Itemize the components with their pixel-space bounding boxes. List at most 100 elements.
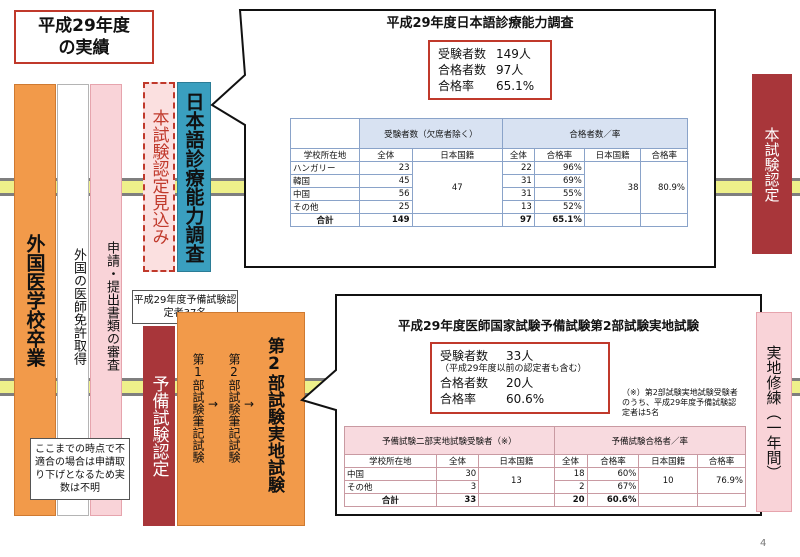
main-cert-column: 本試験認定 xyxy=(752,74,792,254)
practical-rate-value: 60.6% xyxy=(506,392,545,406)
practical-group-passers: 予備試験合格者／率 xyxy=(553,426,747,455)
language-total-passers: 97 xyxy=(501,213,535,227)
table-cell: 55% xyxy=(533,187,585,201)
prelim-arrow-2: → xyxy=(244,397,255,411)
practical-exam-title: 平成29年度医師国家試験予備試験第2部試験実地試験 xyxy=(397,318,700,333)
table-row: 合計 33 20 60.6% xyxy=(344,493,747,507)
slide-title-line1: 平成29年度 xyxy=(38,16,130,36)
table-cell: 69% xyxy=(533,174,585,188)
table-cell: 60% xyxy=(586,467,640,481)
table-cell: 96% xyxy=(533,161,585,175)
practical-passers-value: 20人 xyxy=(506,376,534,390)
language-passers-value: 97人 xyxy=(496,63,524,77)
table-row: 合計 149 97 65.1% xyxy=(290,213,688,227)
table-cell: 中国 xyxy=(344,467,437,481)
practical-table: 予備試験二部実地試験受験者（※） 予備試験合格者／率 学校所在地 全体 日本国籍… xyxy=(344,426,747,507)
language-japanese-examinees: 47 xyxy=(411,161,503,214)
language-col-rate2: 合格率 xyxy=(640,148,688,162)
practical-total-rate: 60.6% xyxy=(586,493,640,507)
language-col-japanese2: 日本国籍 xyxy=(583,148,642,162)
language-col-total2: 全体 xyxy=(501,148,535,162)
table-cell: 22 xyxy=(501,161,535,175)
table-cell: その他 xyxy=(290,200,360,214)
language-total-examinees: 149 xyxy=(358,213,413,227)
slide-title-line2: の実績 xyxy=(58,38,110,58)
language-japanese-passers: 38 xyxy=(583,161,642,214)
table-cell: 67% xyxy=(586,480,640,494)
table-cell: 30 xyxy=(435,467,480,481)
prelim-second-written: 第2部試験筆記試験 xyxy=(227,353,241,463)
language-col-country: 学校所在地 xyxy=(290,148,360,162)
language-rate-label: 合格率 xyxy=(438,79,475,93)
table-cell: 52% xyxy=(533,200,585,214)
language-col-japanese: 日本国籍 xyxy=(411,148,503,162)
practical-passers-label: 合格者数 xyxy=(440,376,489,390)
language-col-rate: 合格率 xyxy=(533,148,585,162)
table-cell: 45 xyxy=(358,174,413,188)
table-row: その他 3 2 67% xyxy=(344,480,746,494)
table-cell: 2 xyxy=(553,480,588,494)
practical-col-rate2: 合格率 xyxy=(696,454,747,468)
practical-examinees-value: 33人 xyxy=(506,349,534,363)
table-cell: 31 xyxy=(501,174,535,188)
practical-summary-box: 受験者数 33人 （平成29年度以前の認定者も含む） 合格者数 20人 合格率 60.… xyxy=(430,342,610,414)
table-cell: 13 xyxy=(501,200,535,214)
table-row: ハンガリー 23 47 22 96% 38 80.9% xyxy=(290,161,688,214)
practical-total-examinees: 33 xyxy=(435,493,480,507)
language-total-rate: 65.1% xyxy=(533,213,585,227)
practical-col-country: 学校所在地 xyxy=(344,454,437,468)
practical-examinees-note: （平成29年度以前の認定者も含む） xyxy=(440,364,587,374)
language-exam-column: 日本語診療能力調査 xyxy=(177,82,211,272)
language-rate-value: 65.1% xyxy=(496,79,535,93)
language-table: 受験者数（欠席者除く） 合格者数／率 学校所在地 全体 日本国籍 全体 合格率 … xyxy=(290,118,689,227)
table-cell: ハンガリー xyxy=(290,161,360,175)
page-number: 4 xyxy=(760,538,767,549)
prelim-exam-box: 第1部試験筆記試験 → 第2部試験筆記試験 → 第2部試験実地試験 xyxy=(177,312,305,526)
exam-pending-column: 本試験認定見込み xyxy=(143,82,175,272)
practical-col-total2: 全体 xyxy=(553,454,588,468)
prelim-practical: 第2部試験実地試験 xyxy=(264,337,284,493)
table-cell: 3 xyxy=(435,480,480,494)
table-cell: その他 xyxy=(344,480,437,494)
language-summary-box: 受験者数 149人 合格者数 97人 合格率 65.1% xyxy=(428,40,552,100)
training-column: 実地修練（一年間） xyxy=(756,312,792,512)
practical-side-note: （※）第2部試験実地試験受験者のうち、平成29年度予備試験認定者は5名 xyxy=(622,388,738,417)
practical-col-total: 全体 xyxy=(435,454,480,468)
practical-rate-label: 合格率 xyxy=(440,392,477,406)
practical-group-examinees: 予備試験二部実地試験受験者（※） xyxy=(344,426,555,455)
prelim-cert-column: 予備試験認定 xyxy=(143,326,175,526)
table-cell: 25 xyxy=(358,200,413,214)
language-examinees-label: 受験者数 xyxy=(438,47,487,61)
practical-japanese-examinees: 13 xyxy=(478,467,555,494)
practical-col-japanese2: 日本国籍 xyxy=(638,454,698,468)
table-cell xyxy=(696,493,747,507)
language-total-label: 合計 xyxy=(290,213,360,227)
language-group-passers: 合格者数／率 xyxy=(501,118,689,149)
practical-examinees-label: 受験者数 xyxy=(440,349,489,363)
table-cell: 23 xyxy=(358,161,413,175)
practical-col-japanese: 日本国籍 xyxy=(478,454,555,468)
prelim-first-written: 第1部試験筆記試験 xyxy=(191,353,205,463)
table-cell xyxy=(638,493,698,507)
language-passers-label: 合格者数 xyxy=(438,63,487,77)
practical-japanese-rate: 76.9% xyxy=(696,467,747,494)
language-group-examinees: 受験者数（欠席者除く） xyxy=(358,118,503,149)
table-cell xyxy=(583,213,642,227)
language-examinees-value: 149人 xyxy=(496,47,531,61)
language-col-total: 全体 xyxy=(358,148,413,162)
table-cell xyxy=(411,213,503,227)
table-cell: 韓国 xyxy=(290,174,360,188)
practical-japanese-passers: 10 xyxy=(638,467,698,494)
withdraw-note: ここまでの時点で不適合の場合は申請取り下げとなるため実数は不明 xyxy=(30,438,130,500)
language-table-corner xyxy=(290,118,360,149)
table-cell: 中国 xyxy=(290,187,360,201)
practical-col-rate: 合格率 xyxy=(586,454,640,468)
practical-total-label: 合計 xyxy=(344,493,437,507)
prelim-arrow-1: → xyxy=(208,397,219,411)
table-row: 中国 56 31 55% xyxy=(290,187,688,201)
practical-total-passers: 20 xyxy=(553,493,588,507)
language-japanese-rate: 80.9% xyxy=(640,161,688,214)
slide-title: 平成29年度 の実績 xyxy=(14,10,154,64)
table-row: その他 25 13 52% xyxy=(290,200,688,214)
table-row: 中国 30 13 18 60% 10 76.9% xyxy=(344,467,747,494)
